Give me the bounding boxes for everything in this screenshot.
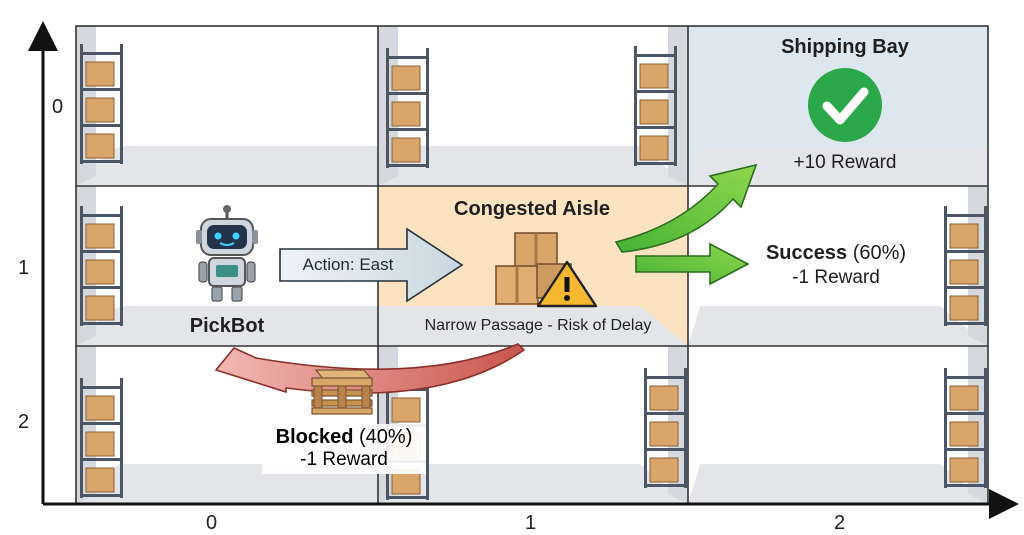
success-label-group: Success (60%) [748,242,924,265]
shelf-unit [80,44,123,164]
shipping-bay-title: Shipping Bay [781,36,909,58]
shipping-bay-reward: +10 Reward [793,152,897,173]
cell-floors [76,146,988,504]
success-reward: -1 Reward [792,267,880,288]
check-circle-icon [808,68,882,142]
y-tick-1: 1 [18,257,30,279]
shelf-unit [634,46,677,166]
blocked-prob: (40%) [359,426,413,448]
blocked-reward: -1 Reward [300,449,388,470]
shelf-unit [944,368,987,488]
blocked-label-box: Blocked (40%) -1 Reward [262,424,426,474]
shelf-unit [80,378,123,498]
shelves [80,44,987,500]
congested-aisle-subtitle: Narrow Passage - Risk of Delay [424,317,652,334]
shelf-unit [944,206,987,326]
success-label: Success [765,242,848,264]
axes [28,21,1019,519]
shelf-unit [644,368,687,488]
warning-icon [536,260,598,308]
shelf-unit [80,206,123,326]
y-tick-2: 2 [18,411,30,433]
success-arrow-east [635,242,750,286]
robot-icon [196,205,258,302]
success-arrow-to-shipping [614,163,758,253]
x-tick-1: 1 [525,512,537,534]
pallet-icon [311,369,374,415]
action-arrow [279,227,464,303]
blocked-arrow [214,343,526,394]
x-tick-0: 0 [206,512,218,534]
x-tick-2: 2 [834,512,846,534]
blocked-label: Blocked [275,426,354,448]
y-tick-0: 0 [52,96,64,118]
action-label: Action: East [302,255,394,274]
pickbot-label: PickBot [189,315,265,337]
shelf-unit [386,48,429,168]
grid-lines [75,25,989,505]
congested-aisle-title: Congested Aisle [454,198,610,220]
success-prob: (60%) [852,242,907,264]
